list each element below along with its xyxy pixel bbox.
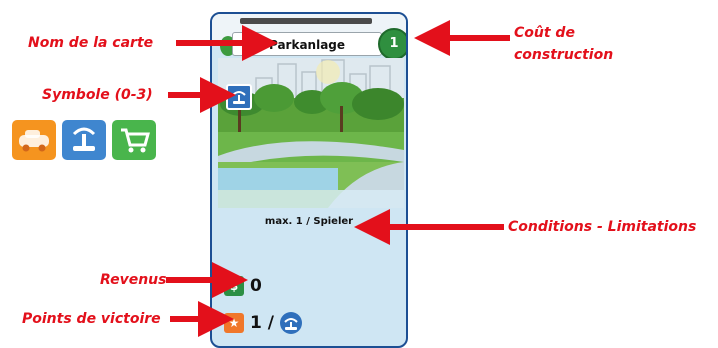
annotation-income: Revenus [100, 272, 167, 288]
park-fountain-icon [279, 312, 302, 334]
annotation-cost-line2: construction [514, 47, 614, 63]
park-fountain-icon [62, 120, 106, 160]
annotation-victory-points: Points de victoire [22, 311, 161, 327]
card-condition-text: max. 1 / Spieler [264, 216, 354, 227]
car-icon [12, 120, 56, 160]
victory-points-value: 1 / [250, 313, 274, 333]
annotation-symbol: Symbole (0-3) [42, 87, 153, 103]
annotation-cost-line1: Coût de [514, 25, 575, 41]
annotation-conditions: Conditions - Limitations [508, 219, 697, 235]
park-illustration [218, 58, 404, 208]
building-card: Parkanlage 1 max. [210, 12, 408, 348]
shopping-cart-icon [112, 120, 156, 160]
annotation-card-name: Nom de la carte [28, 35, 154, 51]
income-value: 0 [250, 276, 262, 296]
